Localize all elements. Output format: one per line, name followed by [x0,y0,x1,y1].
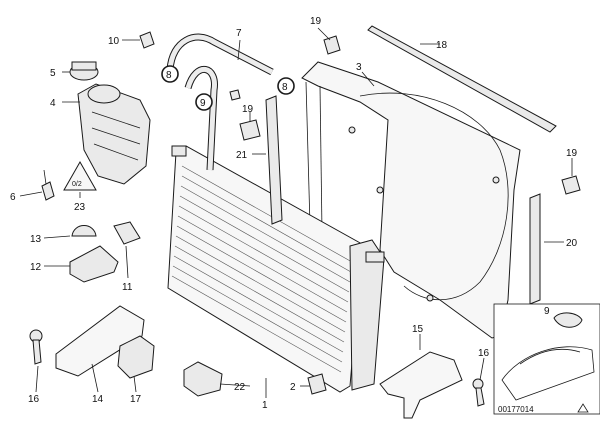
callout-label: 16 [28,394,40,405]
hose-clamp-ring[interactable] [195,93,213,111]
callout-label: 2 [290,382,296,393]
lower-hose[interactable] [184,65,218,171]
callout-label: 5 [50,68,56,79]
callout-label: 21 [236,150,248,161]
side-bracket[interactable] [529,193,541,305]
callout-label: 22 [234,382,246,393]
vent-screw[interactable] [229,89,241,101]
callout-label: 11 [122,282,133,293]
callout-label: 3 [356,62,362,73]
callout-label: 14 [92,394,104,405]
mount-bracket[interactable] [69,245,119,283]
grommet[interactable] [113,221,141,245]
callout-label: 10 [108,36,120,47]
mounting-bracket[interactable] [265,95,283,225]
mounting-clip[interactable] [323,35,341,55]
callout-label: 7 [236,28,242,39]
warning-label-text: 0/2 [72,181,82,188]
coolant-hose[interactable] [166,33,274,76]
hose-clamp-ring[interactable] [161,65,179,83]
callout-label: 16 [478,348,490,359]
callout-label: 17 [130,394,142,405]
callout-label: 8 [166,70,172,81]
hose-clip[interactable] [139,31,155,49]
mounting-clip[interactable] [239,119,261,141]
callout-label: 1 [262,400,268,411]
callout-label: 19 [242,104,254,115]
callout-label: 9 [544,306,550,317]
lower-bracket[interactable] [379,351,463,419]
bolt[interactable] [472,378,485,407]
radiator[interactable] [167,145,385,393]
callout-label: 12 [30,262,42,273]
callout-label: 19 [566,148,578,159]
callout-label: 15 [412,324,424,335]
diagram-id: 00177014 [498,405,534,414]
support-block[interactable] [117,335,155,379]
callout-label: 4 [50,98,56,109]
level-sensor[interactable] [41,169,55,201]
radiator-core [171,165,353,373]
callout-label: 9 [200,98,206,109]
tank-cap[interactable] [69,61,99,81]
vehicle-inset [493,303,600,415]
callout-label: 18 [436,40,448,51]
callout-label: 13 [30,234,42,245]
warning-triangle-icon [577,403,589,413]
seal-strip[interactable] [367,25,557,133]
callout-label: 6 [10,192,16,203]
hose-clamp-ring[interactable] [277,77,295,95]
bolt[interactable] [29,329,43,365]
callout-label: 20 [566,238,578,249]
callout-label: 23 [74,202,86,213]
callout-label: 8 [282,82,288,93]
callout-label: 19 [310,16,322,27]
lower-mount[interactable] [183,361,223,397]
air-duct[interactable] [55,305,145,377]
warning-label[interactable]: 0/2 [63,160,97,191]
expansion-tank[interactable] [77,83,151,185]
fan-shroud[interactable] [301,61,521,339]
drain-plug[interactable] [307,373,327,395]
rubber-mount[interactable] [71,225,97,237]
mounting-clip[interactable] [561,175,581,195]
